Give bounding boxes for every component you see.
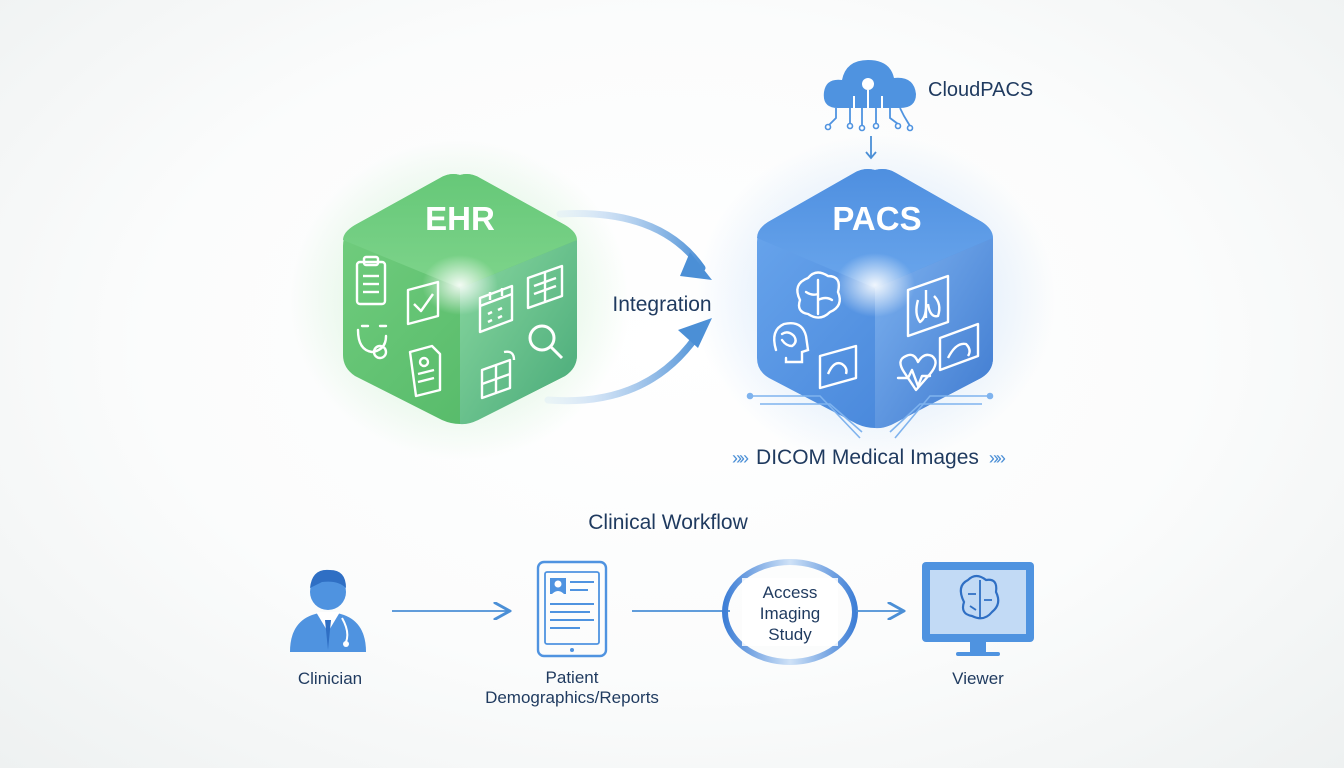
workflow-title: Clinical Workflow xyxy=(588,511,748,534)
loop-ring-icon xyxy=(722,559,858,665)
cloud-network-icon xyxy=(823,60,916,132)
ultrasound-icon xyxy=(938,322,980,372)
dicom-right-chevrons: »» xyxy=(988,448,1006,468)
clinician-icon xyxy=(290,569,366,652)
step-access-line3: Study xyxy=(768,625,812,644)
dicom-label: DICOM Medical Images xyxy=(756,446,979,469)
step-clinician-label: Clinician xyxy=(297,669,363,688)
lungs-xray-icon xyxy=(906,274,950,338)
cloud-to-pacs-arrow xyxy=(865,136,877,160)
step-patient-line2: Demographics/Reports xyxy=(485,688,659,707)
step-access-label: Access Imaging Study xyxy=(760,582,820,645)
grid-card-icon xyxy=(526,264,564,310)
check-card-icon xyxy=(406,280,440,326)
clipboard-icon xyxy=(355,255,387,306)
document-icon xyxy=(408,344,442,398)
dicom-left-chevrons: »» xyxy=(732,448,749,468)
scan-image-icon xyxy=(818,344,858,390)
ehr-cube xyxy=(290,140,630,460)
stethoscope-icon xyxy=(356,324,388,360)
circuit-lines xyxy=(746,392,994,439)
pacs-title-text: PACS xyxy=(832,200,922,237)
step-patient-line1: Patient xyxy=(545,668,599,687)
search-icon xyxy=(528,324,564,360)
tablet-record-icon xyxy=(536,560,608,658)
pacs-cube xyxy=(695,135,1055,465)
integration-label: Integration xyxy=(612,293,712,316)
dicom-label-row: »» DICOM Medical Images »» xyxy=(732,446,1006,470)
ehr-title-text: EHR xyxy=(425,200,495,237)
step-viewer-label: Viewer xyxy=(952,669,1004,688)
puzzle-icon xyxy=(480,350,516,400)
calendar-icon xyxy=(478,284,514,334)
step-access-line1: Access xyxy=(762,583,818,602)
cloudpacs-label: CloudPACS xyxy=(928,79,1034,101)
head-brain-icon xyxy=(773,322,810,364)
brain-icon xyxy=(796,271,841,319)
step-patient-label: Patient Demographics/Reports xyxy=(485,668,659,708)
monitor-brain-icon xyxy=(922,562,1034,656)
heartbeat-icon xyxy=(896,353,937,392)
step-access-line2: Imaging xyxy=(759,604,821,623)
